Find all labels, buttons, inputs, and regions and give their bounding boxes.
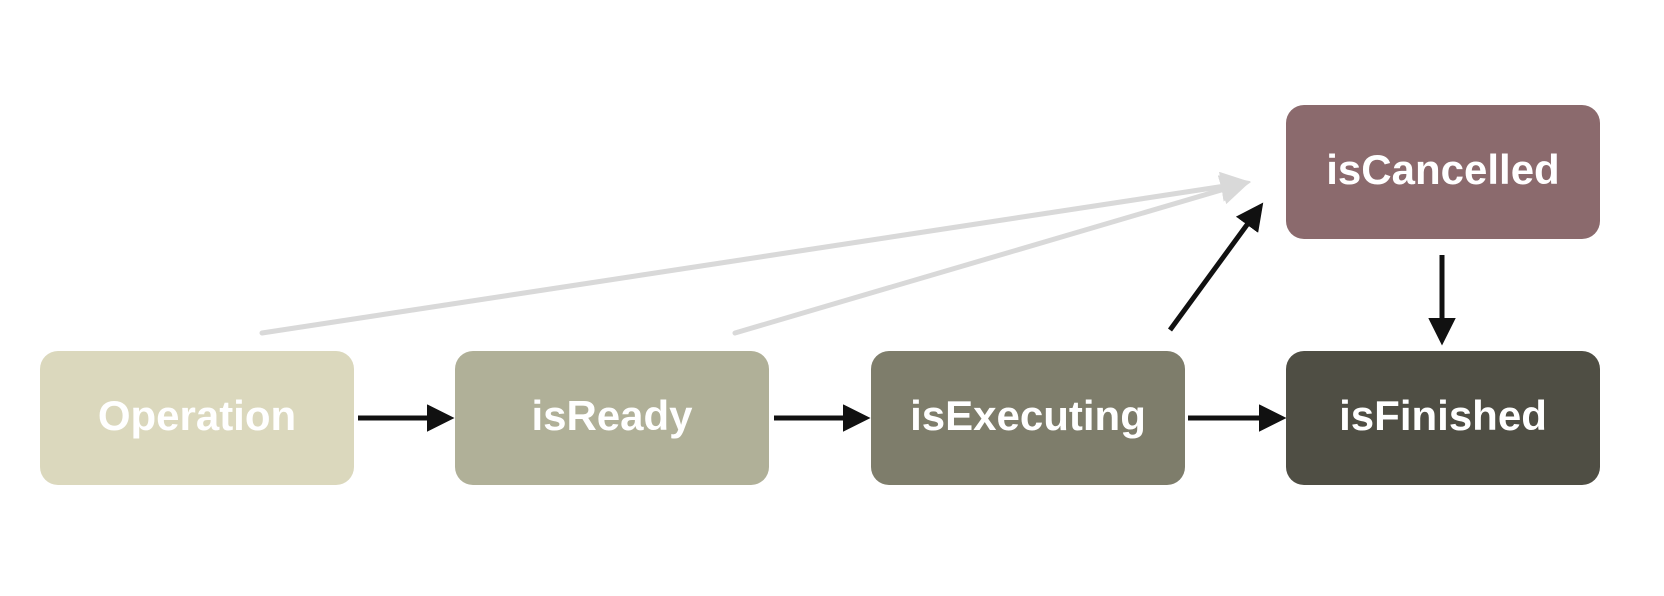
edge-operation-to-iscancelled <box>259 171 1251 336</box>
node-isfinished: isFinished <box>1286 351 1600 485</box>
node-isfinished-label: isFinished <box>1339 392 1547 439</box>
node-isready-label: isReady <box>531 392 693 439</box>
node-isfinished-box <box>1286 351 1600 485</box>
node-isready-box <box>455 351 769 485</box>
node-iscancelled-label: isCancelled <box>1326 146 1559 193</box>
node-isready: isReady <box>455 351 769 485</box>
edge-isready-to-iscancelled <box>732 175 1251 336</box>
node-operation-box <box>40 351 354 485</box>
node-isexecuting-box <box>871 351 1185 485</box>
node-isexecuting-label: isExecuting <box>910 392 1146 439</box>
node-iscancelled-box <box>1286 105 1600 239</box>
node-operation: Operation <box>40 351 354 485</box>
node-isexecuting: isExecuting <box>871 351 1185 485</box>
node-operation-label: Operation <box>98 392 296 439</box>
node-iscancelled: isCancelled <box>1286 105 1600 239</box>
edge-isexecuting-to-iscancelled <box>1167 202 1264 332</box>
